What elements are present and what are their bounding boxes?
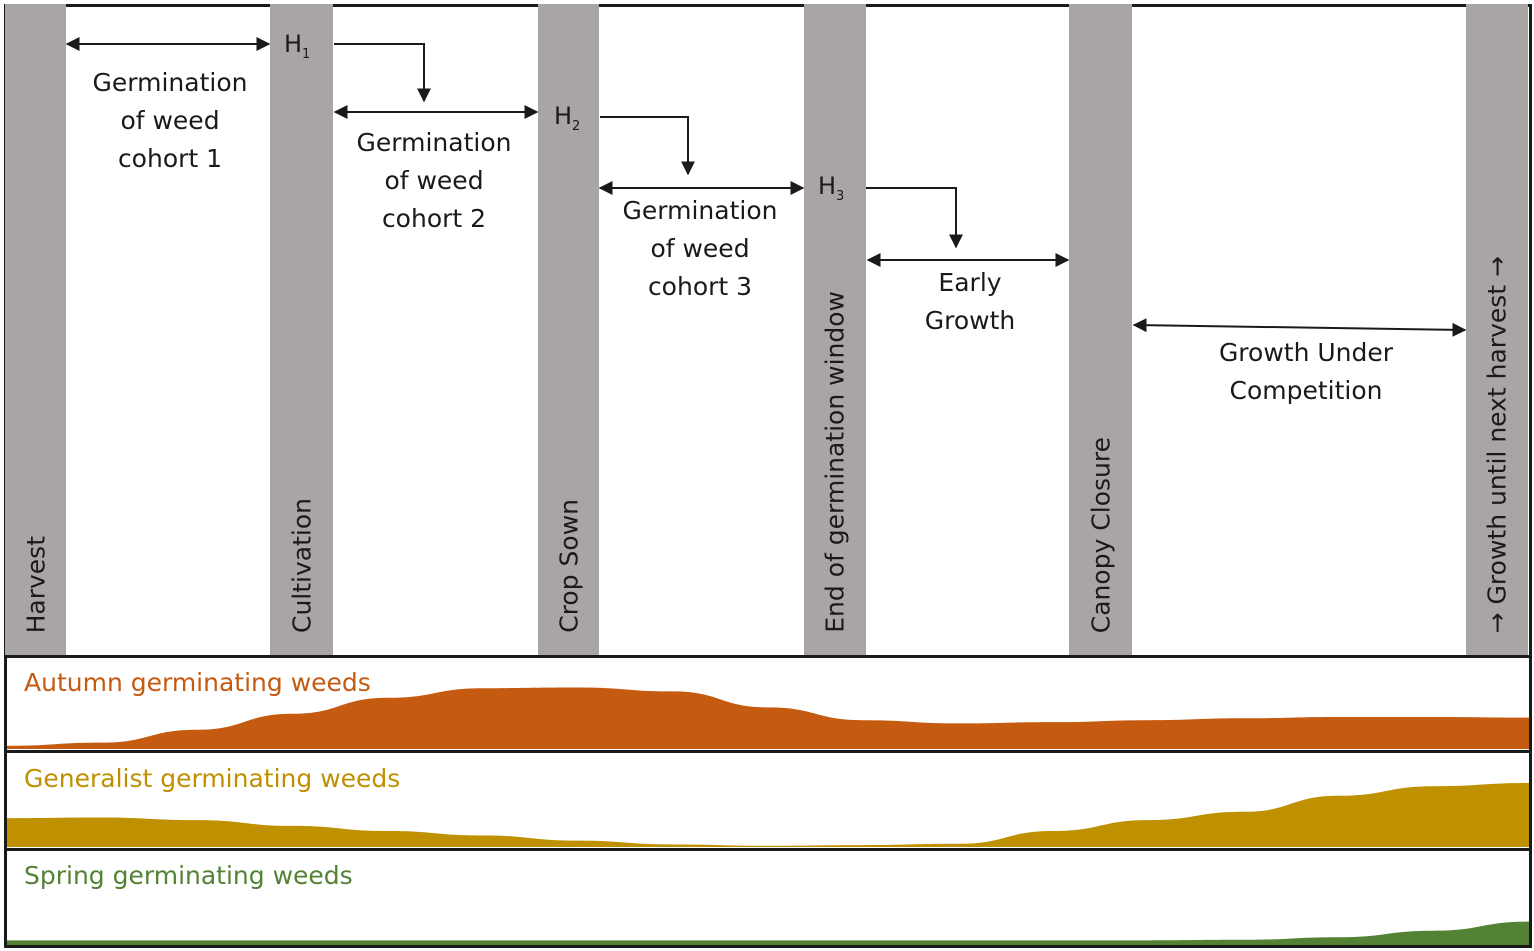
weed-area-2 <box>7 921 1529 945</box>
phase-cohort-2: Germination of weed cohort 2 <box>356 128 512 233</box>
weed-area-0 <box>7 687 1529 749</box>
stage-bar-end-germination: End of germination window <box>804 4 866 655</box>
elbow-arrow-h3 <box>866 187 963 249</box>
herbicide-step-3: H3 <box>818 172 844 204</box>
herbicide-step-3-letter: H <box>818 172 837 200</box>
herbicide-step-1: H1 <box>284 30 310 62</box>
weed-area-1 <box>7 783 1529 847</box>
weed-panel-spring <box>4 848 1532 948</box>
phase-growth-under-competition: Growth Under Competition <box>1218 338 1394 405</box>
phase-cohort-3: Germination of weed cohort 3 <box>622 196 778 301</box>
herbicide-step-2-letter: H <box>554 102 573 130</box>
stage-bar-canopy-closure: Canopy Closure <box>1069 4 1132 655</box>
weed-label-generalist: Generalist germinating weeds <box>24 764 401 793</box>
phase-cohort-1: Germination of weed cohort 1 <box>92 68 248 173</box>
weed-label-spring: Spring germinating weeds <box>24 861 353 890</box>
stage-bar-cultivation: Cultivation <box>270 4 333 655</box>
stage-bar-crop-sown: Crop Sown <box>538 4 599 655</box>
stage-bar-harvest: Harvest <box>5 4 66 655</box>
weed-label-autumn: Autumn germinating weeds <box>24 668 371 697</box>
herbicide-step-2: H2 <box>554 102 580 134</box>
elbow-arrow-h2 <box>600 116 695 176</box>
span-arrow-competition <box>1132 318 1467 337</box>
phase-early-growth: Early Growth <box>924 268 1016 335</box>
herbicide-step-1-letter: H <box>284 30 303 58</box>
herbicide-step-2-sub: 2 <box>572 118 581 134</box>
herbicide-step-3-sub: 3 <box>836 188 845 204</box>
elbow-arrow-h1 <box>334 43 431 103</box>
herbicide-step-1-sub: 1 <box>302 46 311 62</box>
stage-bar-next-harvest: → Growth until next harvest → <box>1466 4 1528 655</box>
